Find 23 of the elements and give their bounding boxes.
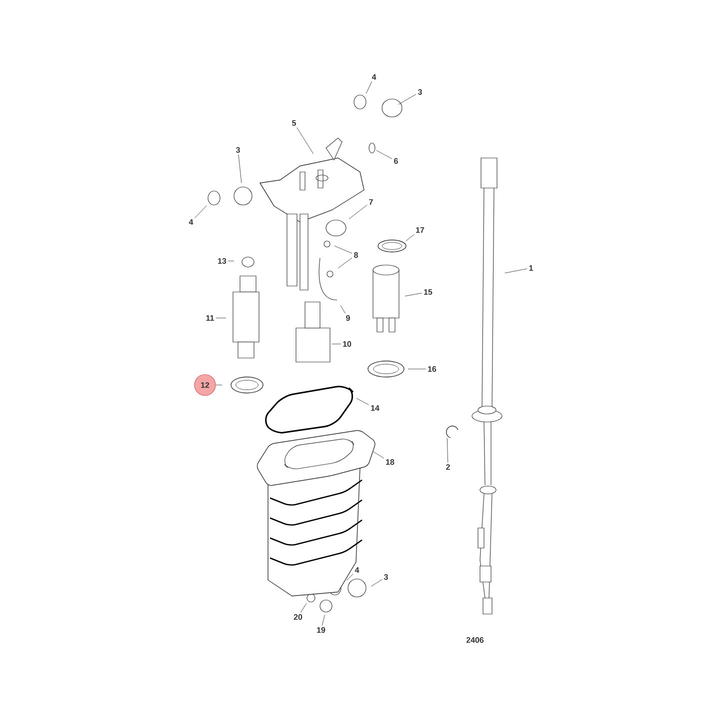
leader-line: [373, 451, 384, 458]
leader-line: [406, 234, 415, 242]
leader-line: [370, 579, 382, 587]
leader-line: [504, 268, 528, 274]
leader-line: [228, 260, 234, 262]
leader-line: [408, 368, 426, 370]
leader-line: [194, 205, 207, 218]
leader-line: [300, 603, 307, 613]
leader-line: [334, 246, 352, 254]
leader-line: [376, 150, 392, 160]
leader-line: [346, 574, 354, 581]
leader-line: [216, 384, 222, 386]
leader-line: [404, 292, 422, 296]
leader-line: [356, 398, 370, 406]
leader-line: [348, 204, 368, 220]
leader-line: [322, 614, 326, 626]
leader-line: [398, 94, 416, 105]
leader-line: [366, 81, 372, 94]
leader-line: [338, 258, 352, 268]
leader-line: [340, 305, 346, 314]
leader-line: [446, 438, 448, 463]
leader-line: [238, 154, 242, 184]
leader-line: [296, 127, 314, 154]
